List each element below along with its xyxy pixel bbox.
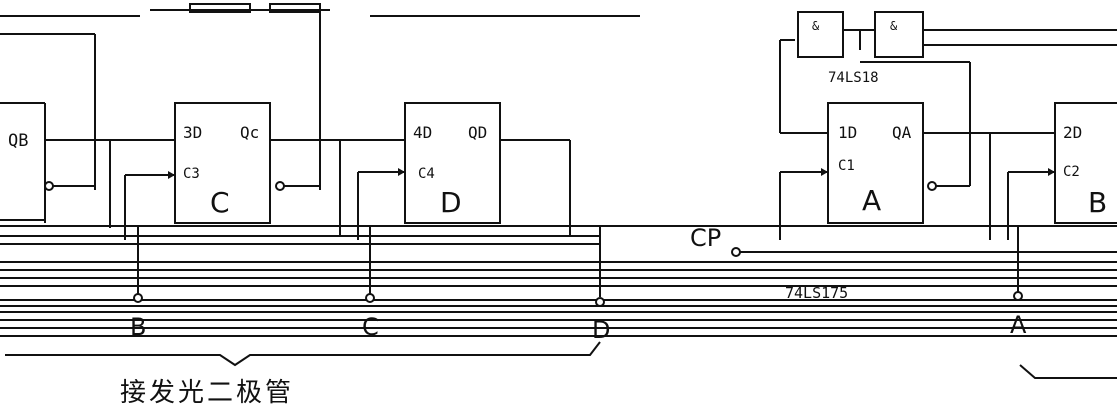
flipflop-c-q-label: Qc bbox=[240, 123, 259, 142]
clock-input-terminal bbox=[731, 247, 741, 257]
gate-2-label: & bbox=[890, 19, 898, 33]
register-chip-label: 74LS175 bbox=[785, 284, 848, 302]
flipflop-d-name: D bbox=[440, 186, 462, 219]
flipflop-d-clk-label: C4 bbox=[418, 166, 435, 182]
flipflop-b-clk-label: C2 bbox=[1063, 164, 1080, 180]
terminal-a-label: A bbox=[1010, 311, 1027, 339]
flipflop-b-name: B bbox=[1088, 186, 1107, 219]
nand-gate-1 bbox=[797, 11, 844, 58]
terminal-d-label: D bbox=[592, 316, 610, 344]
flipflop-a-d-label: 1D bbox=[838, 123, 857, 142]
flipflop-a-name: A bbox=[862, 184, 881, 217]
qb-label: QB bbox=[8, 131, 28, 151]
diagram-caption: 接发光二极管 bbox=[120, 378, 295, 408]
terminal-c-label: C bbox=[362, 313, 379, 341]
flipflop-d-q-label: QD bbox=[468, 123, 487, 142]
clock-label: CP bbox=[690, 224, 721, 252]
flipflop-a-box bbox=[827, 102, 924, 224]
flipflop-d-d-label: 4D bbox=[413, 123, 432, 142]
flipflop-b-box bbox=[1054, 102, 1117, 224]
flipflop-c-d-label: 3D bbox=[183, 123, 202, 142]
flipflop-d-box bbox=[404, 102, 501, 224]
terminal-a bbox=[1013, 291, 1023, 301]
inverter-chip-label: 74LS18 bbox=[828, 70, 879, 86]
terminal-b-label: B bbox=[130, 313, 146, 341]
flipflop-a-clk-label: C1 bbox=[838, 158, 855, 174]
terminal-c bbox=[365, 293, 375, 303]
flipflop-c-clk-label: C3 bbox=[183, 166, 200, 182]
terminal-d bbox=[595, 297, 605, 307]
flipflop-b-d-label: 2D bbox=[1063, 123, 1082, 142]
flipflop-c-box bbox=[174, 102, 271, 224]
terminal-b bbox=[133, 293, 143, 303]
flipflop-a-q-label: QA bbox=[892, 123, 912, 142]
flipflop-c-name: C bbox=[210, 186, 230, 219]
nand-gate-2 bbox=[874, 11, 924, 58]
gate-1-label: & bbox=[812, 19, 820, 33]
